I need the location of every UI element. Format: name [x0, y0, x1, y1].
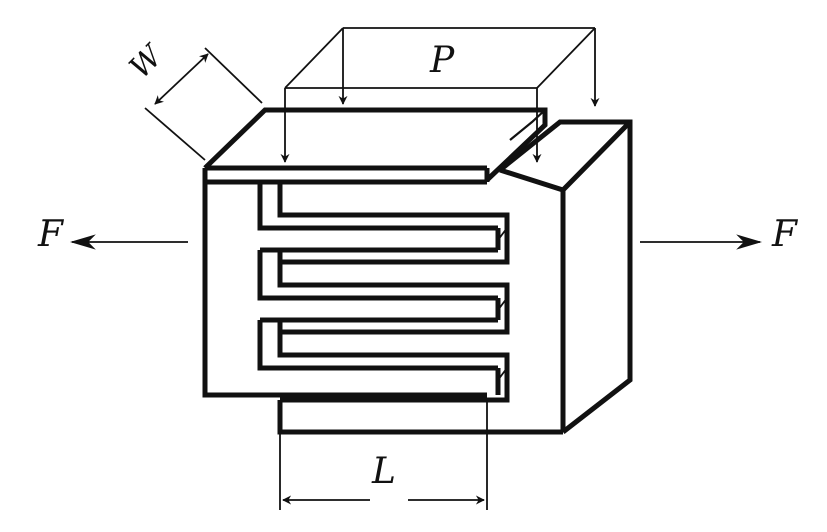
load-label: P: [429, 40, 455, 81]
left-block: [202, 165, 487, 398]
width-dimension: [144, 47, 263, 161]
length-dimension: [279, 400, 488, 510]
load-frame: [280, 27, 600, 163]
top-plate: [203, 107, 548, 182]
width-label: W: [123, 38, 171, 86]
force-label-right: F: [771, 214, 799, 255]
force-label-left: F: [37, 214, 65, 255]
finger-slots: [257, 182, 510, 403]
length-label: L: [371, 451, 396, 492]
